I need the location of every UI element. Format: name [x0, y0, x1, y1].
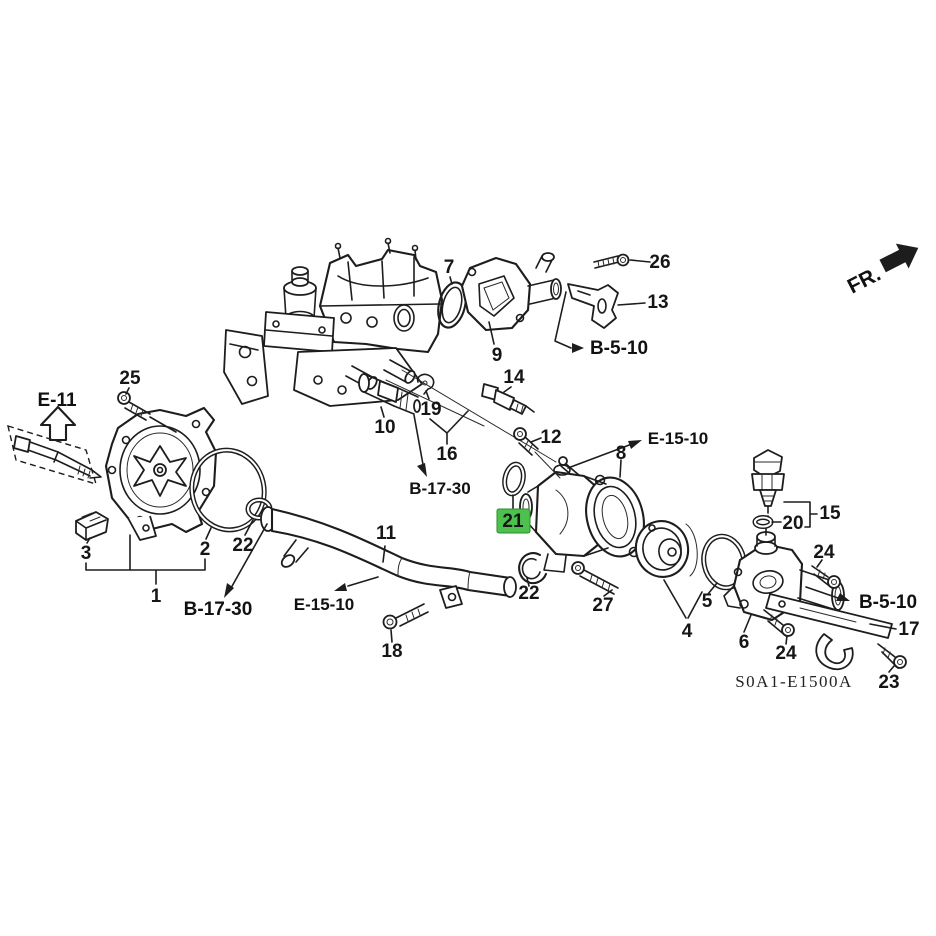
- callout-24-top[interactable]: 24: [813, 542, 835, 563]
- callout-5[interactable]: 5: [702, 591, 713, 612]
- ref-b-5-10-right[interactable]: B-5-10: [859, 592, 917, 613]
- callout-19[interactable]: 19: [420, 399, 441, 420]
- bolt-23-drawing: [877, 643, 907, 669]
- callout-3[interactable]: 3: [81, 543, 92, 564]
- water-passage-9-drawing: [460, 252, 562, 332]
- highlighted-callout-21[interactable]: 21: [496, 508, 531, 534]
- callout-22-mid[interactable]: 22: [518, 583, 539, 604]
- callout-16[interactable]: 16: [436, 444, 457, 465]
- callout-1[interactable]: 1: [151, 586, 162, 607]
- thermostat-housing-8-drawing: [519, 451, 645, 573]
- bolt-27-drawing: [571, 561, 619, 595]
- callout-4[interactable]: 4: [682, 621, 693, 642]
- callout-23[interactable]: 23: [878, 672, 899, 693]
- ref-e-15-10-left[interactable]: E-15-10: [294, 595, 354, 614]
- gasket-7-drawing: [437, 281, 467, 329]
- leader-lines: [85, 259, 897, 673]
- ref-e-15-10-right[interactable]: E-15-10: [648, 429, 708, 448]
- callout-14[interactable]: 14: [503, 367, 525, 388]
- sensor-e11-drawing: [7, 424, 102, 486]
- oring-20-drawing: [752, 515, 774, 529]
- bolt-26-drawing: [593, 253, 630, 269]
- callout-2[interactable]: 2: [200, 539, 211, 560]
- connector-3-drawing: [75, 511, 109, 541]
- callout-27[interactable]: 27: [592, 595, 613, 616]
- bolt-24-bottom-drawing: [763, 609, 795, 637]
- callout-9[interactable]: 9: [492, 345, 503, 366]
- callout-15[interactable]: 15: [819, 503, 841, 524]
- ref-b-5-10-top[interactable]: B-5-10: [590, 338, 648, 359]
- callout-12[interactable]: 12: [540, 427, 561, 448]
- callout-11[interactable]: 11: [376, 523, 397, 544]
- callout-20[interactable]: 20: [782, 513, 803, 534]
- callout-18[interactable]: 18: [381, 641, 402, 662]
- fr-direction-indicator: FR.: [844, 243, 919, 299]
- stay-17-drawing: [765, 593, 893, 671]
- joint-10-drawing: [358, 373, 421, 415]
- snap-ring-22-drawing: [518, 552, 548, 585]
- callout-21-highlight-box: [496, 508, 531, 534]
- diagram-code: S0A1-E1500A: [735, 672, 853, 691]
- clip-19-drawing: [416, 373, 435, 395]
- sensor-14-drawing: [481, 383, 535, 415]
- connecting-pipe-11-drawing: [260, 506, 517, 609]
- fr-arrow-icon: [879, 243, 919, 273]
- ref-e-11[interactable]: E-11: [37, 390, 77, 411]
- fr-label: FR.: [844, 263, 885, 299]
- bolt-18-drawing: [382, 603, 429, 630]
- oring-21-drawing: [502, 461, 526, 497]
- callout-24-bottom[interactable]: 24: [775, 643, 797, 664]
- sensor-15-drawing: [751, 449, 785, 536]
- callout-13[interactable]: 13: [647, 292, 668, 313]
- ref-b-17-30-left[interactable]: B-17-30: [184, 599, 253, 620]
- bolt-25-drawing: [117, 391, 151, 421]
- bolt-12-drawing: [513, 427, 539, 456]
- callout-7[interactable]: 7: [444, 257, 455, 278]
- callout-26[interactable]: 26: [649, 252, 670, 273]
- callout-6[interactable]: 6: [739, 632, 750, 653]
- callout-17[interactable]: 17: [898, 619, 919, 640]
- callout-21: 21: [502, 511, 524, 532]
- water-pump-drawing: [104, 406, 218, 541]
- callout-22-left[interactable]: 22: [232, 535, 253, 556]
- harness-stay-13-drawing: [567, 283, 619, 329]
- bolt-24-top-drawing: [811, 565, 841, 589]
- reference-arrows: [39, 291, 850, 601]
- callout-10[interactable]: 10: [374, 417, 395, 438]
- callout-8[interactable]: 8: [616, 443, 627, 464]
- thermostat-4-drawing: [634, 520, 698, 578]
- callout-25[interactable]: 25: [119, 368, 141, 389]
- pump-gasket-2-drawing: [189, 447, 267, 533]
- ref-b-17-30-top[interactable]: B-17-30: [409, 479, 470, 498]
